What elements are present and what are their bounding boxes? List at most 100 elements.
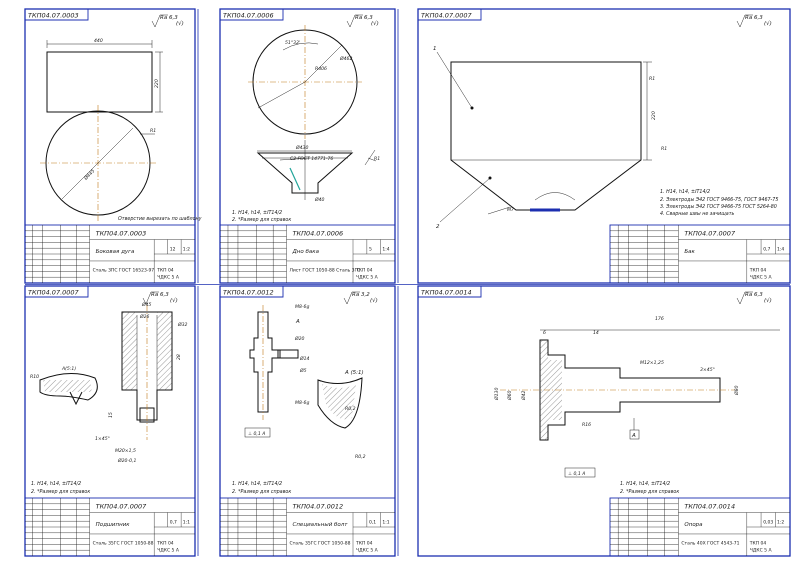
svg-text:2. *Размер для справок: 2. *Размер для справок [620, 489, 679, 495]
svg-text:Ø45: Ø45 [141, 301, 152, 308]
svg-text:1×45°: 1×45° [95, 436, 110, 442]
title-block-org: ТКП 04 [355, 540, 373, 546]
svg-text:R1: R1 [661, 146, 667, 152]
svg-text:Ra 3,2: Ra 3,2 [352, 292, 370, 298]
svg-text:51°32': 51°32' [285, 40, 300, 46]
svg-text:A: A [295, 319, 300, 325]
title-block-material: Сталь 35ГС ГОСТ 1050-88 [93, 540, 154, 546]
svg-text:15: 15 [108, 412, 114, 418]
title-block-org: ТКП 04 [156, 540, 174, 546]
svg-text:Ra 6,3: Ra 6,3 [745, 15, 763, 21]
svg-text:1. H14, h14, ±IT14/2: 1. H14, h14, ±IT14/2 [31, 481, 81, 487]
svg-text:2. *Размер для справок: 2. *Размер для справок [232, 217, 291, 223]
roughness-symbol-s6: Ra 6,3(√) [736, 291, 772, 305]
title-block-org: ТКП 04 [749, 267, 767, 273]
svg-text:R10: R10 [30, 374, 39, 380]
title-block-name: Дно бака [292, 249, 320, 255]
title-block-scale: 1:1 [382, 520, 389, 526]
svg-text:(√): (√) [176, 20, 184, 27]
svg-text:1. H14, h14, ±IT14/2: 1. H14, h14, ±IT14/2 [660, 189, 710, 195]
title-block-mass: 0,03 [763, 520, 773, 526]
title-block-org: ТКП 04 [749, 540, 767, 546]
svg-text:2. *Размер для справок: 2. *Размер для справок [31, 489, 90, 495]
svg-text:ТКП04.07.0007: ТКП04.07.0007 [421, 12, 473, 20]
title-block-name: Бак [684, 249, 695, 255]
svg-text:A (5:1): A (5:1) [344, 370, 364, 376]
title-block-org: ТКП 04 [156, 267, 174, 273]
title-block-group: ЧДКС 5 А [157, 547, 180, 553]
title-block-mass: 0,7 [170, 520, 177, 526]
svg-text:Ø130: Ø130 [493, 388, 500, 401]
svg-text:28: 28 [176, 354, 182, 360]
title-block-code: ТКП04.07.0006 [293, 229, 344, 237]
svg-text:2: 2 [436, 224, 440, 230]
svg-text:14: 14 [593, 330, 599, 336]
code-box-s2: ТКП04.07.0006 [220, 9, 284, 21]
svg-text:(√): (√) [170, 297, 178, 304]
svg-text:1. H14, h14, ±IT14/2: 1. H14, h14, ±IT14/2 [620, 481, 670, 487]
svg-text:Ø60: Ø60 [506, 390, 513, 401]
svg-text:Ø42: Ø42 [520, 390, 527, 401]
sheet-frame-s1 [24, 8, 196, 284]
svg-text:(√): (√) [370, 297, 378, 304]
svg-text:2. *Размер для справок: 2. *Размер для справок [232, 489, 291, 495]
title-block-group: ЧДКС 5 А [750, 547, 773, 553]
svg-text:M20×1,5: M20×1,5 [115, 448, 136, 454]
svg-text:R0,2: R0,2 [345, 406, 356, 412]
svg-text:4. Сварные швы не зачищать: 4. Сварные швы не зачищать [660, 211, 734, 217]
svg-text:1: 1 [433, 46, 437, 52]
title-block-code: ТКП04.07.0007 [96, 502, 148, 510]
svg-text:Ø20: Ø20 [294, 335, 305, 342]
svg-text:ТКП04.07.0012: ТКП04.07.0012 [223, 289, 274, 297]
part-drawing-s4: Ø45 Ø26 Ø32 28 15 M20×1,5 Ø20-0,1 1×45° … [30, 301, 188, 495]
svg-text:3×45°: 3×45° [700, 367, 715, 373]
svg-text:2. Электроды Э42 ГОСТ 9466-75,: 2. Электроды Э42 ГОСТ 9466-75, ГОСТ 9467… [660, 197, 778, 203]
svg-text:(√): (√) [764, 20, 772, 27]
title-block-name: Специальный болт [293, 522, 349, 528]
svg-text:R406: R406 [315, 66, 327, 72]
part-drawing-s6: 176 6 14 Ø130 Ø60 Ø42 M12×1,25 3×45° Ø80… [493, 316, 780, 495]
title-block-code: ТКП04.07.0003 [96, 229, 147, 237]
svg-text:R0,2: R0,2 [355, 454, 366, 460]
sheet-frame-s3 [417, 8, 791, 284]
svg-text:440: 440 [94, 38, 103, 44]
svg-text:Ø40: Ø40 [314, 196, 325, 203]
part-drawing-s5: M8-6g Ø20 A Ø14 Ø5 M8-6g ⊥ 0,1 A A (5:1)… [232, 304, 366, 495]
title-block-mass: 5 [369, 247, 372, 253]
svg-text:ТКП04.07.0003: ТКП04.07.0003 [28, 12, 79, 20]
title-block-name: Боковая дуга [96, 249, 135, 255]
svg-text:ТКП04.07.0014: ТКП04.07.0014 [421, 289, 472, 297]
roughness-symbol-s4: Ra 6,3(√) [142, 291, 178, 305]
svg-text:R1: R1 [649, 76, 655, 82]
title-block-name: Подшипник [96, 522, 131, 528]
svg-text:(√): (√) [764, 297, 772, 304]
svg-text:Ø430: Ø430 [295, 144, 308, 151]
svg-text:ТКП04.07.0006: ТКП04.07.0006 [223, 12, 274, 20]
svg-text:Ø26: Ø26 [139, 313, 150, 320]
svg-text:M12×1,25: M12×1,25 [640, 360, 664, 366]
sheet-frame-s6 [417, 285, 791, 557]
code-box-s4: ТКП04.07.0007 [25, 286, 89, 298]
code-box-s3: ТКП04.07.0007 [418, 9, 482, 21]
svg-text:R1: R1 [374, 156, 380, 162]
svg-text:А(5:1): А(5:1) [61, 366, 76, 372]
part-drawing-s2: 51°32' Ø462 R406 Ø430 С2 ГОСТ 14771-76 Ø… [232, 25, 380, 223]
svg-text:1. H14, h14, ±IT14/2: 1. H14, h14, ±IT14/2 [232, 210, 282, 216]
title-block-group: ЧДКС 5 А [356, 274, 379, 280]
svg-text:Ra 6,3: Ra 6,3 [160, 15, 178, 21]
title-block-code: ТКП04.07.0014 [684, 502, 735, 510]
svg-text:Ø32: Ø32 [177, 321, 188, 328]
svg-text:Отверстие вырезать по шаблону: Отверстие вырезать по шаблону [118, 216, 202, 222]
title-block-scale: 1:2 [777, 520, 784, 526]
svg-text:ТКП04.07.0007: ТКП04.07.0007 [28, 289, 80, 297]
part-drawing-s3: 220 R1 R1 1 2 М7 1. H14, h14, ±IT14/2 2.… [433, 46, 778, 230]
title-block-scale: 1:2 [183, 247, 190, 253]
svg-text:R16: R16 [582, 422, 591, 428]
svg-text:Ø462: Ø462 [339, 55, 352, 62]
